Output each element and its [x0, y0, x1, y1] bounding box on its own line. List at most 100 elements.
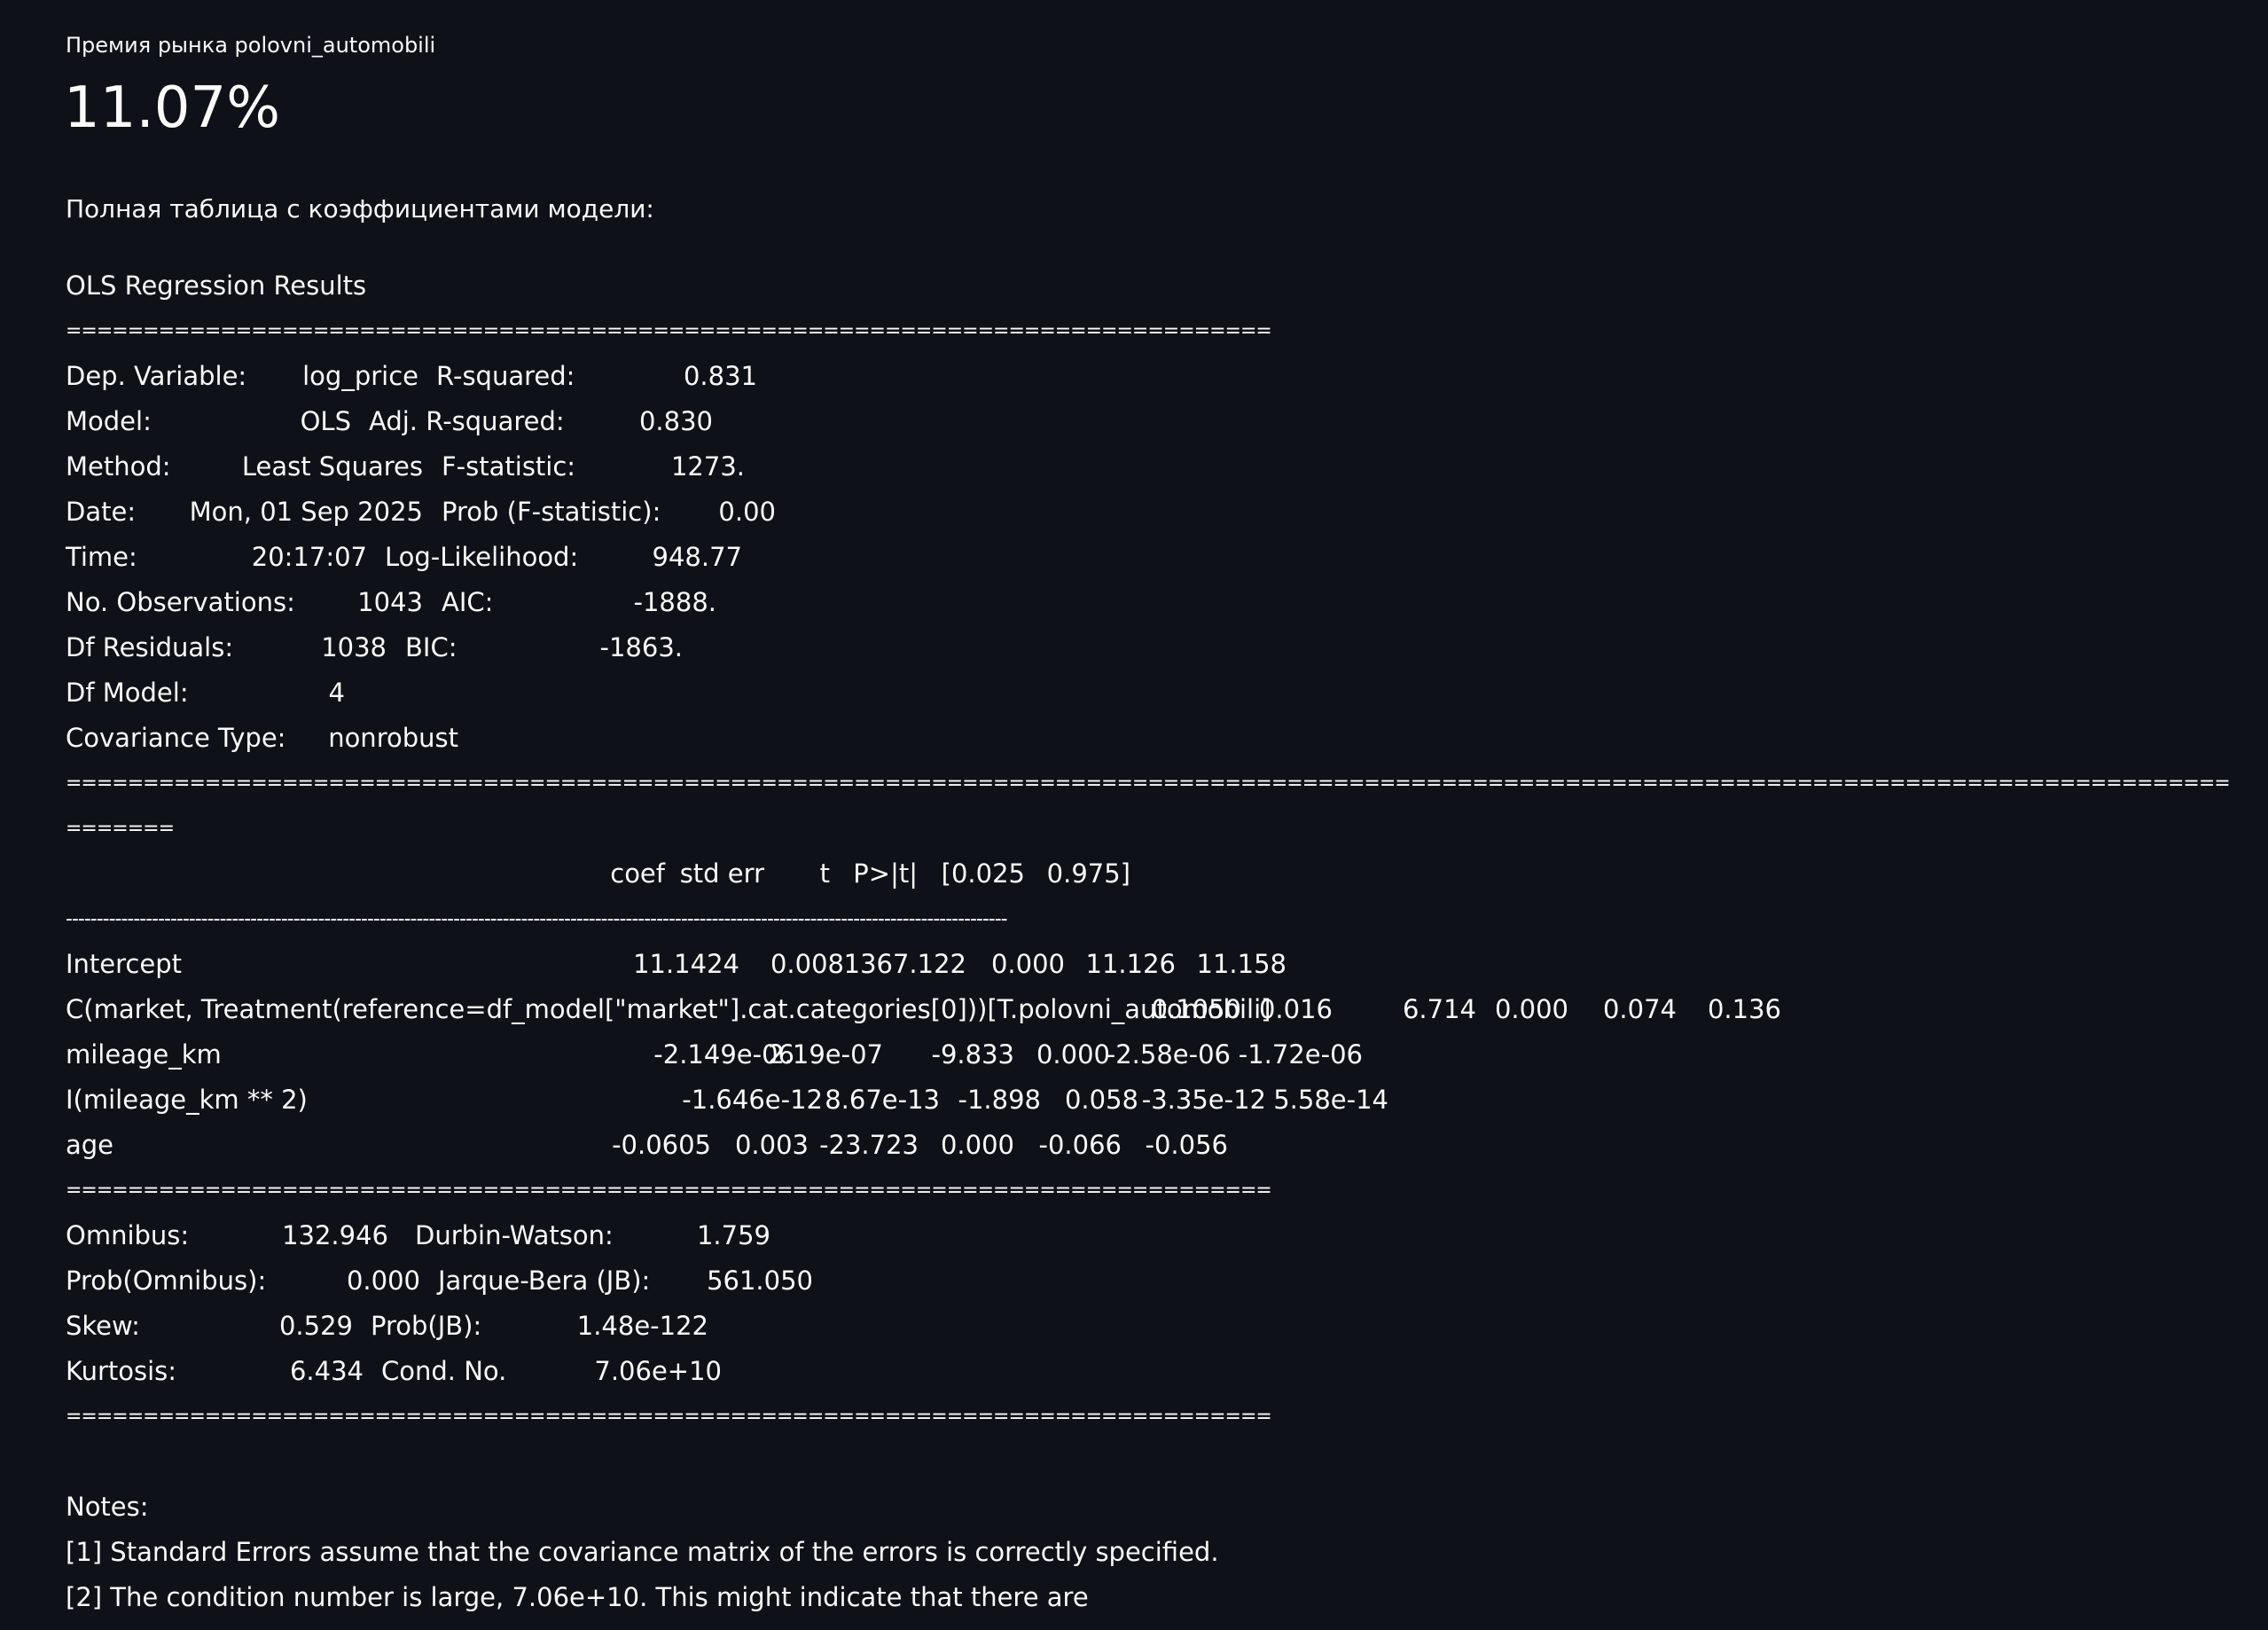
coef-value: 0.016: [1258, 994, 1333, 1024]
coef-value: -9.833: [931, 1039, 1015, 1070]
stat-value: Mon, 01 Sep 2025: [189, 497, 423, 527]
coef-name: Intercept: [66, 949, 182, 979]
stat-row: Df Residuals: 1038 BIC: -1863.: [66, 625, 2229, 670]
coef-value: -2.58e-06: [1106, 1039, 1231, 1070]
stat-label: Durbin-Watson:: [415, 1220, 614, 1250]
rule-double-tail: =======: [66, 818, 175, 840]
stat-row: Df Model:4: [66, 670, 2229, 716]
coef-value: 1367.122: [843, 949, 966, 979]
stat-value: 0.000: [346, 1266, 420, 1296]
coef-value: 0.074: [1602, 994, 1677, 1024]
stat-label: Jarque-Bera (JB):: [438, 1266, 651, 1296]
coef-value: 0.000: [1036, 1039, 1110, 1070]
stat-value: 132.946: [282, 1220, 388, 1250]
coef-value: 0.003: [734, 1130, 809, 1160]
coef-name: mileage_km: [66, 1039, 222, 1070]
stat-label: Prob (F-statistic):: [442, 497, 661, 527]
stat-label: Omnibus:: [66, 1220, 190, 1250]
notes-title: Notes:: [66, 1492, 149, 1522]
blank-line: [66, 1439, 2229, 1485]
coef-value: -1.72e-06: [1238, 1039, 1363, 1070]
metric-label: Премия рынка polovni_automobili: [66, 33, 436, 58]
stat-value: 1.759: [696, 1220, 770, 1250]
coef-value: 11.158: [1196, 949, 1287, 979]
stat-row: Omnibus: 132.946 Durbin-Watson: 1.759: [66, 1213, 2229, 1258]
coef-value: -1.646e-12: [682, 1085, 823, 1115]
coef-value: 5.58e-14: [1273, 1085, 1388, 1115]
coef-value: -2.149e-06: [653, 1039, 794, 1070]
stat-value: -1863.: [599, 632, 684, 662]
stat-label: R-squared:: [436, 361, 575, 391]
coef-value: 11.1424: [633, 949, 739, 979]
coef-value: -0.056: [1145, 1130, 1229, 1160]
coef-name: age: [66, 1130, 114, 1160]
coef-header-cell: coef: [610, 858, 665, 889]
stat-label: Time:: [66, 542, 137, 572]
coef-header-cell: [0.025: [941, 858, 1025, 889]
coef-name: I(mileage_km ** 2): [66, 1085, 308, 1115]
stat-label: Df Residuals:: [66, 632, 234, 662]
stat-label: Dep. Variable:: [66, 361, 247, 391]
coef-value: 0.1050: [1151, 994, 1241, 1024]
coef-value: 0.136: [1707, 994, 1781, 1024]
stat-value: 1273.: [670, 451, 745, 482]
stat-label: AIC:: [442, 587, 494, 617]
coef-value: 11.126: [1085, 949, 1176, 979]
coef-value: 8.67e-13: [825, 1085, 940, 1115]
stat-row: Covariance Type: nonrobust: [66, 716, 2229, 761]
stat-value: 7.06e+10: [594, 1356, 722, 1386]
coef-header-cell: 0.975]: [1046, 858, 1130, 889]
stat-value: 0.831: [683, 361, 757, 391]
rule-double: ========================================…: [66, 1406, 1272, 1428]
regression-summary: OLS Regression Results =================…: [66, 263, 2229, 1620]
stat-value: OLS: [300, 406, 351, 436]
coef-value: -3.35e-12: [1141, 1085, 1266, 1115]
rule-double-long: ========================================…: [66, 772, 2229, 795]
stat-value: 0.830: [638, 406, 713, 436]
intro-text: Полная таблица с коэффициентами модели:: [66, 194, 654, 223]
stat-value: 561.050: [707, 1266, 813, 1296]
stat-value: 6.434: [289, 1356, 364, 1386]
coef-header-cell: t: [819, 858, 830, 889]
stat-value: 0.529: [278, 1311, 353, 1341]
stat-value: 948.77: [652, 542, 742, 572]
coef-name: C(market, Treatment(reference=df_model["…: [66, 994, 1271, 1024]
stat-label: F-statistic:: [442, 451, 576, 482]
coef-value: -23.723: [819, 1130, 919, 1160]
stat-value: nonrobust: [328, 723, 458, 753]
stat-value: -1888.: [633, 587, 717, 617]
stat-label: Date:: [66, 497, 137, 527]
coef-value: 0.058: [1064, 1085, 1138, 1115]
stat-value: 20:17:07: [251, 542, 367, 572]
coef-value: -0.0605: [612, 1130, 711, 1160]
summary-title: OLS Regression Results: [66, 270, 367, 301]
rule-double: ========================================…: [66, 1179, 1272, 1202]
note-line: [2] The condition number is large, 7.06e…: [66, 1582, 1089, 1612]
stat-label: Log-Likelihood:: [385, 542, 579, 572]
coef-value: -0.066: [1038, 1130, 1122, 1160]
stat-label: Covariance Type:: [66, 723, 286, 753]
stat-label: Adj. R-squared:: [369, 406, 565, 436]
metric-value: 11.07%: [64, 75, 281, 141]
coef-value: 0.008: [770, 949, 844, 979]
stat-label: Cond. No.: [381, 1356, 507, 1386]
stat-label: Method:: [66, 451, 171, 482]
stat-value: 1038: [321, 632, 387, 662]
stat-label: Prob(Omnibus):: [66, 1266, 267, 1296]
note-line: [1] Standard Errors assume that the cova…: [66, 1537, 1219, 1567]
rule-single: ----------------------------------------…: [66, 908, 1008, 930]
coef-value: 2.19e-07: [768, 1039, 883, 1070]
stat-label: BIC:: [405, 632, 458, 662]
